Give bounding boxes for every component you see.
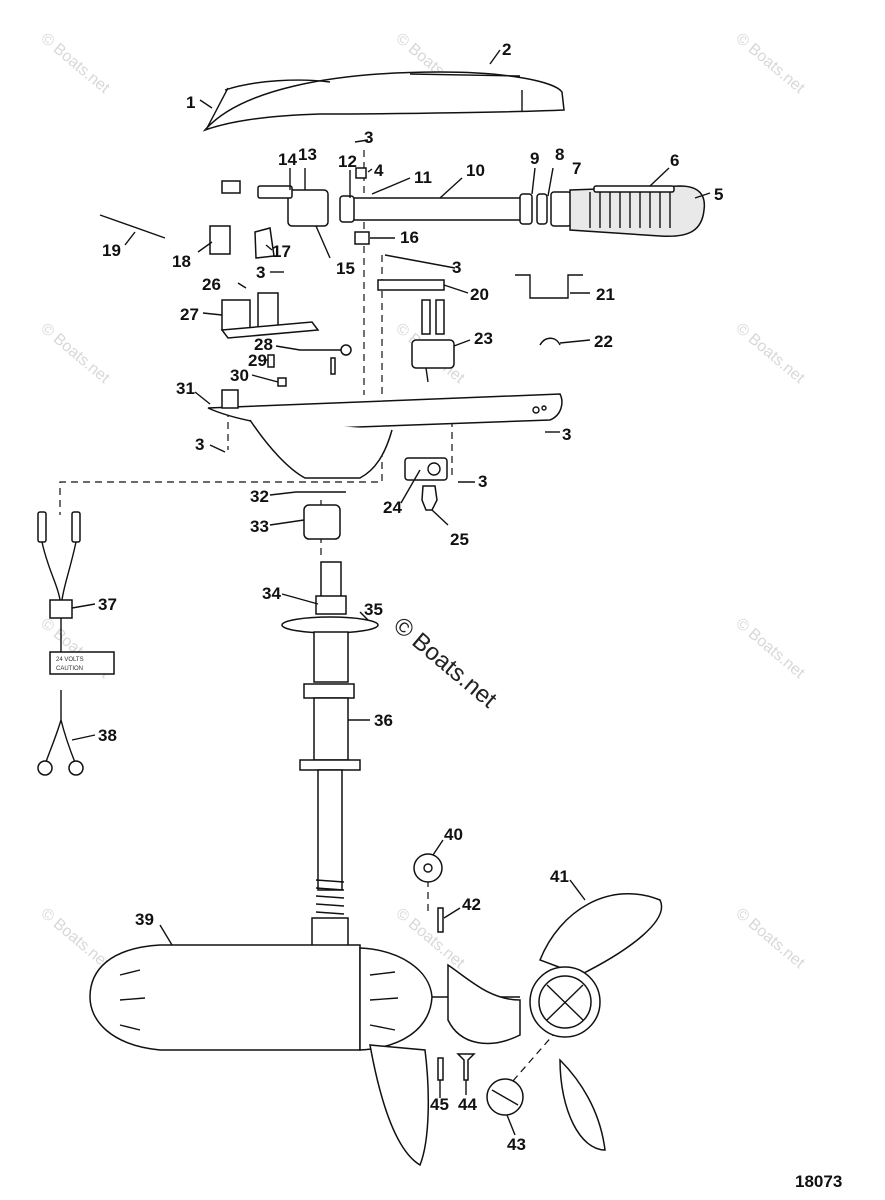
callout-45: 45 — [430, 1095, 449, 1114]
switch-parts — [404, 457, 448, 511]
watermark: © Boats.net — [37, 320, 113, 387]
callout-35: 35 — [364, 600, 383, 619]
callout-40: 40 — [444, 825, 463, 844]
callout-20: 20 — [470, 285, 489, 304]
callout-44: 44 — [458, 1095, 477, 1114]
watermark: © Boats.net — [732, 320, 808, 387]
small-parts-upper — [99, 167, 583, 383]
callout-3: 3 — [452, 258, 461, 277]
callout-3: 3 — [364, 128, 373, 147]
callout-16: 16 — [400, 228, 419, 247]
callout-30: 30 — [230, 366, 249, 385]
callout-26: 26 — [202, 275, 221, 294]
callout-19: 19 — [102, 241, 121, 260]
callout-10: 10 — [466, 161, 485, 180]
callout-27: 27 — [180, 305, 199, 324]
callout-8: 8 — [555, 145, 564, 164]
callout-3: 3 — [562, 425, 571, 444]
callout-9: 9 — [530, 149, 539, 168]
callout-43: 43 — [507, 1135, 526, 1154]
callout-31: 31 — [176, 379, 195, 398]
callout-2: 2 — [502, 40, 511, 59]
callout-1: 1 — [186, 93, 195, 112]
callout-32: 32 — [250, 487, 269, 506]
coupler-parts — [296, 491, 346, 540]
watermark: © Boats.net — [732, 615, 808, 682]
watermark: © Boats.net — [732, 30, 808, 97]
callout-3: 3 — [195, 435, 204, 454]
callout-13: 13 — [298, 145, 317, 164]
callout-7: 7 — [572, 159, 581, 178]
battery-leads: 24 VOLTS CAUTION — [37, 511, 115, 776]
callout-3: 3 — [478, 472, 487, 491]
callout-22: 22 — [594, 332, 613, 351]
motor-cover — [202, 71, 565, 132]
callout-3: 3 — [256, 263, 265, 282]
propeller-assembly — [413, 853, 663, 1151]
watermark-center: © Boats.net — [388, 612, 502, 714]
callout-37: 37 — [98, 595, 117, 614]
callout-5: 5 — [714, 185, 723, 204]
callout-41: 41 — [550, 867, 569, 886]
callout-39: 39 — [135, 910, 154, 929]
callout-36: 36 — [374, 711, 393, 730]
watermark: © Boats.net — [732, 905, 808, 972]
callout-12: 12 — [338, 152, 357, 171]
callout-23: 23 — [474, 329, 493, 348]
tiller-assembly — [221, 180, 706, 259]
motor-head-base — [207, 389, 563, 479]
callout-6: 6 — [670, 151, 679, 170]
shaft-assembly — [281, 561, 379, 949]
callout-14: 14 — [278, 150, 297, 169]
callout-42: 42 — [462, 895, 481, 914]
callout-17: 17 — [272, 242, 291, 261]
callout-21: 21 — [596, 285, 615, 304]
callout-18: 18 — [172, 252, 191, 271]
callout-15: 15 — [336, 259, 355, 278]
callout-11: 11 — [414, 168, 432, 187]
callout-29: 29 — [248, 351, 267, 370]
lower-unit — [89, 944, 520, 1167]
callout-4: 4 — [374, 161, 384, 180]
callout-28: 28 — [254, 335, 273, 354]
tag-text-2: CAUTION — [56, 666, 83, 672]
tag-text-1: 24 VOLTS — [56, 657, 84, 663]
diagram-number: 18073 — [795, 1172, 842, 1191]
leader-lines — [71, 49, 711, 1136]
watermark: © Boats.net — [37, 30, 113, 97]
callout-24: 24 — [383, 498, 402, 517]
callout-38: 38 — [98, 726, 117, 745]
callout-34: 34 — [262, 584, 281, 603]
watermark: © Boats.net — [37, 905, 113, 972]
control-board — [220, 292, 352, 387]
callout-33: 33 — [250, 517, 269, 536]
callout-25: 25 — [450, 530, 469, 549]
